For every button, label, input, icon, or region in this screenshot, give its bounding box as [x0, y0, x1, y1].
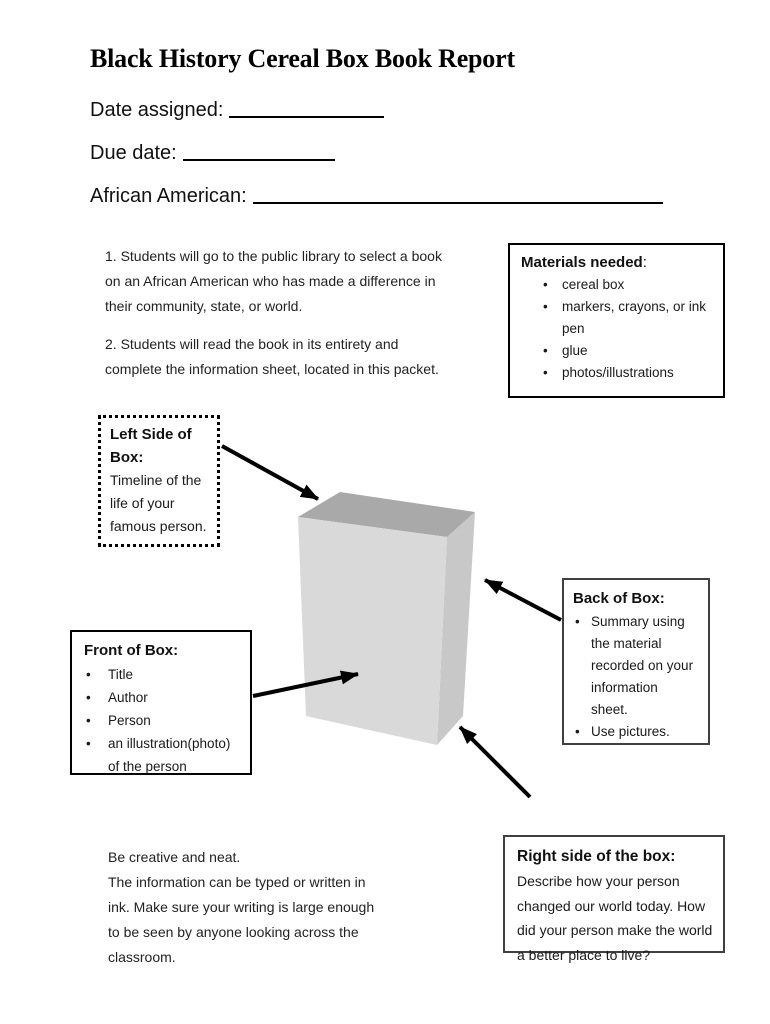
- field-label-due-date: Due date:: [90, 142, 177, 164]
- front-item: • Title: [84, 663, 246, 686]
- front-item: • Author: [84, 686, 246, 709]
- materials-item: • glue: [521, 340, 715, 362]
- bullet-icon: •: [86, 690, 91, 705]
- bullet-icon: •: [543, 365, 548, 380]
- back-of-box-callout: Back of Box: • Summary using the materia…: [562, 578, 710, 745]
- materials-item: • markers, crayons, or ink pen: [521, 296, 715, 340]
- field-date-assigned: Date assigned:: [90, 95, 385, 122]
- materials-heading: Materials needed:: [521, 254, 647, 271]
- bullet-icon: •: [575, 724, 580, 739]
- footer-note-line-1: Be creative and neat.: [108, 849, 241, 865]
- field-label-date-assigned: Date assigned:: [90, 99, 224, 121]
- bullet-icon: •: [86, 736, 91, 751]
- field-due-date: Due date:: [90, 138, 335, 165]
- arrow-back-to-box: [484, 578, 562, 622]
- arrow-right-side-to-box: [458, 725, 532, 799]
- back-item: • Summary using the material recorded on…: [573, 611, 704, 721]
- field-label-african-american: African American:: [90, 185, 247, 207]
- right-side-heading: Right side of the box:: [517, 848, 676, 865]
- cereal-box-side-face: [437, 512, 475, 745]
- bullet-icon: •: [543, 277, 548, 292]
- back-heading: Back of Box:: [573, 590, 665, 607]
- fill-blank-african-american: [252, 183, 663, 204]
- fill-blank-due-date: [182, 140, 335, 161]
- cereal-box-front-face: [298, 517, 447, 745]
- left-side-body: Timeline of the life of your famous pers…: [110, 472, 207, 534]
- front-item: • an illustration(photo) of the person: [84, 732, 246, 778]
- right-side-of-box-callout: Right side of the box: Describe how your…: [503, 835, 725, 963]
- front-heading: Front of Box:: [84, 642, 179, 659]
- materials-item: • cereal box: [521, 274, 715, 296]
- bullet-icon: •: [543, 343, 548, 358]
- back-item: • Use pictures.: [573, 721, 704, 743]
- footer-note-body: The information can be typed or written …: [108, 874, 375, 965]
- arrow-front-to-box: [252, 670, 359, 698]
- instruction-step-2: 2. Students will read the book in its en…: [105, 336, 439, 377]
- materials-needed-box: Materials needed: • cereal box • markers…: [508, 243, 725, 398]
- bullet-icon: •: [543, 299, 548, 314]
- page-title: Black History Cereal Box Book Report: [90, 44, 515, 73]
- bullet-icon: •: [575, 614, 580, 629]
- right-side-body: Describe how your person changed our wor…: [517, 873, 713, 963]
- cereal-box-top-face: [298, 492, 475, 537]
- materials-item: • photos/illustrations: [521, 362, 715, 384]
- left-side-heading: Left Side of Box:: [110, 426, 192, 466]
- arrow-left-side-to-box: [221, 444, 319, 501]
- front-item: • Person: [84, 709, 246, 732]
- instruction-step-1: 1. Students will go to the public librar…: [105, 248, 442, 314]
- fill-blank-date-assigned: [229, 97, 385, 118]
- bullet-icon: •: [86, 713, 91, 728]
- bullet-icon: •: [86, 667, 91, 682]
- instructions: 1. Students will go to the public librar…: [105, 244, 505, 382]
- footer-note: Be creative and neat. The information ca…: [108, 845, 428, 970]
- left-side-of-box-callout: Left Side of Box: Timeline of the life o…: [98, 415, 220, 547]
- front-of-box-callout: Front of Box: • Title • Author • Person …: [70, 630, 252, 775]
- field-african-american: African American:: [90, 181, 663, 208]
